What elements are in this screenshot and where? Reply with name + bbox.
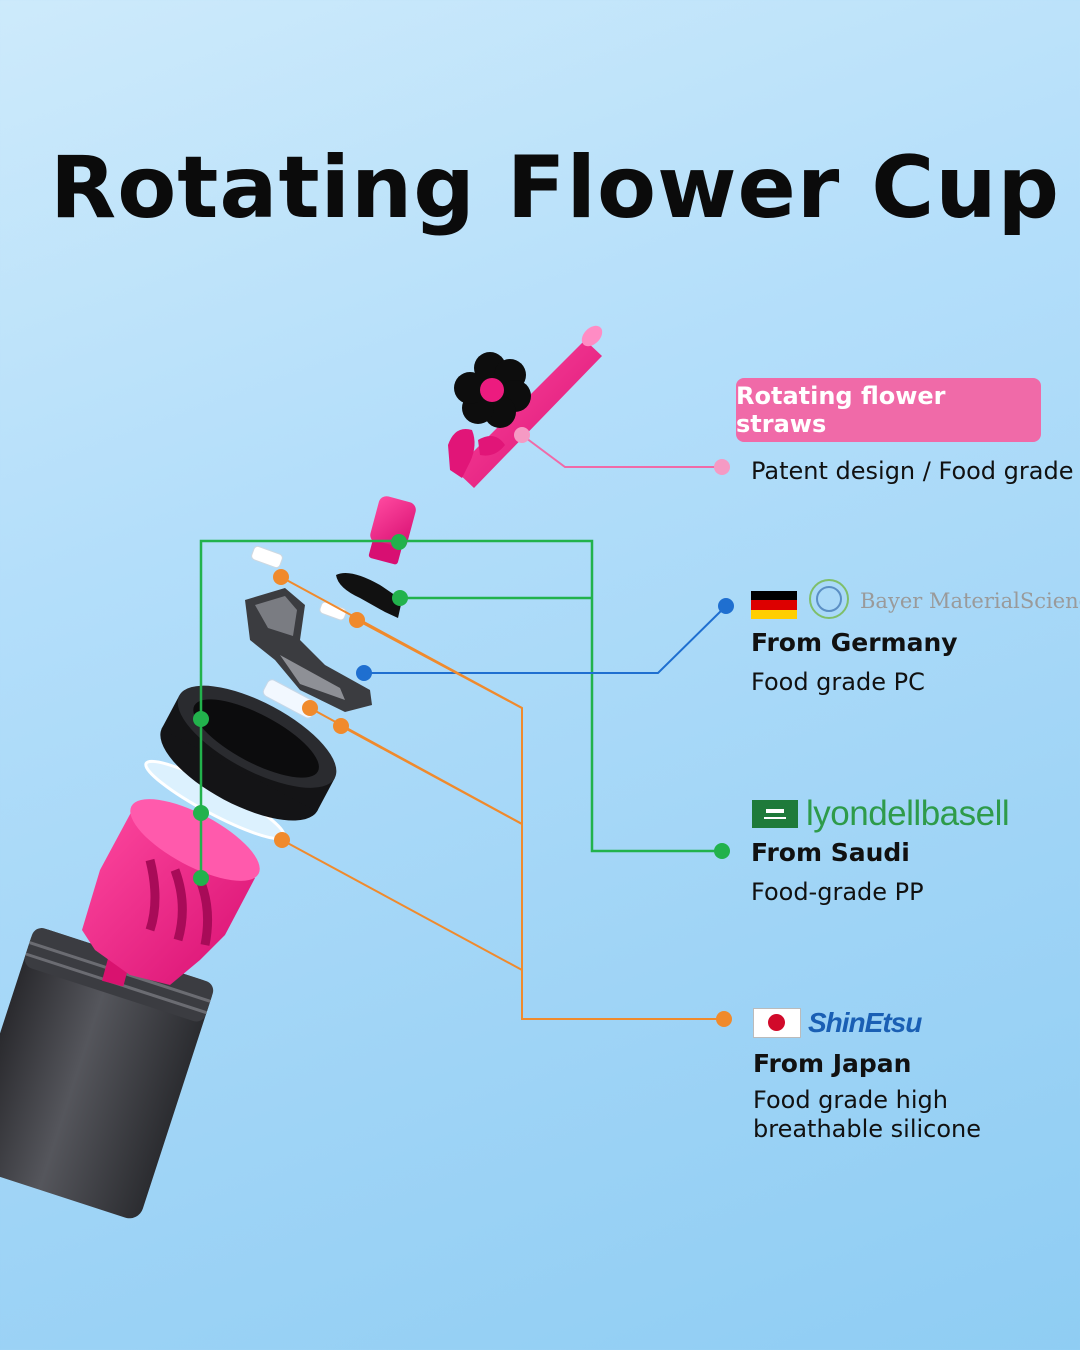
patent-text: Patent design / Food grade s bbox=[751, 457, 1080, 485]
orange-connector-lines bbox=[280, 576, 724, 1020]
rotating-flower-straw bbox=[448, 325, 603, 488]
pink-straw-tip bbox=[368, 496, 416, 565]
pink-end-dot bbox=[714, 459, 730, 475]
saudi-flag-icon bbox=[752, 800, 798, 828]
bayer-logo-text: Bayer MaterialScience bbox=[860, 589, 1080, 613]
germany-region: From Germany bbox=[751, 628, 958, 657]
saudi-region: From Saudi bbox=[751, 838, 910, 867]
page-title: Rotating Flower Cup bbox=[50, 138, 1061, 238]
saudi-material: Food-grade PP bbox=[751, 878, 924, 906]
germany-flag-icon bbox=[751, 591, 797, 619]
japan-material-line1: Food grade high bbox=[753, 1086, 948, 1114]
japan-flag-icon bbox=[753, 1008, 801, 1038]
blue-dots bbox=[356, 598, 734, 681]
germany-material: Food grade PC bbox=[751, 668, 925, 696]
bayer-logo-icon bbox=[809, 579, 849, 619]
japan-region: From Japan bbox=[753, 1049, 912, 1078]
white-clip-top bbox=[251, 545, 283, 569]
lyondellbasell-logo: lyondellbasell bbox=[806, 794, 1010, 833]
black-flower-head bbox=[454, 352, 531, 428]
japan-material-line2: breathable silicone bbox=[753, 1115, 982, 1143]
orange-dots bbox=[273, 569, 732, 1027]
green-dots bbox=[193, 534, 730, 886]
green-connector-lines bbox=[199, 539, 722, 878]
pink-flower-base bbox=[82, 799, 260, 987]
blue-connector-line bbox=[364, 605, 727, 674]
black-flip-piece bbox=[336, 572, 402, 618]
lid-mechanism bbox=[245, 588, 372, 712]
straws-badge: Rotating flower straws bbox=[736, 378, 1041, 442]
shinetsu-logo: ShinEtsu bbox=[808, 1007, 922, 1038]
pink-callout-line bbox=[521, 434, 722, 468]
pink-anchor-dot bbox=[514, 427, 530, 443]
